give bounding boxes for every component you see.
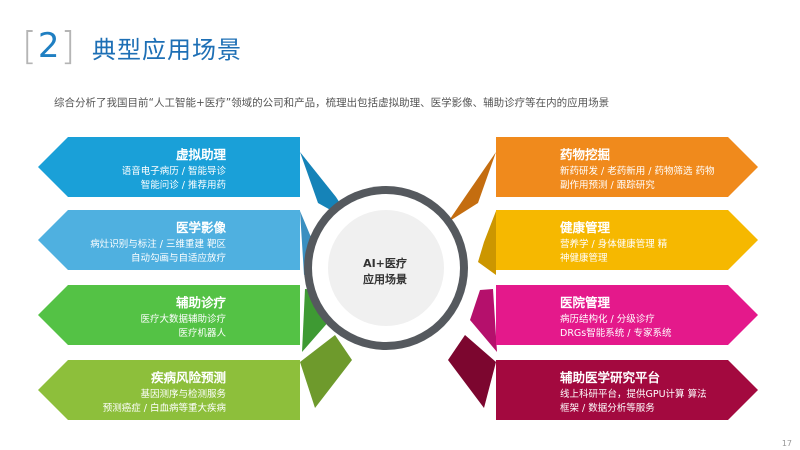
right-card-line-2b: 神健康管理 bbox=[560, 253, 608, 264]
right-card-line-1b: 副作用预测 / 跟踪研究 bbox=[560, 180, 655, 191]
left-connector-4 bbox=[300, 335, 352, 408]
left-card-line-2b: 自动勾画与自适应放疗 bbox=[130, 253, 226, 264]
section-number: 2 bbox=[37, 26, 60, 66]
right-card-line-3a: 病历结构化 / 分级诊疗 bbox=[560, 314, 655, 325]
center-hub-inner bbox=[328, 210, 444, 326]
right-card-title-2: 健康管理 bbox=[560, 220, 611, 235]
left-card-line-3a: 医疗大数据辅助诊疗 bbox=[140, 314, 226, 325]
left-card-title-4: 疾病风险预测 bbox=[150, 370, 226, 385]
right-connector-2 bbox=[478, 211, 496, 275]
right-card-shape-1 bbox=[496, 137, 758, 197]
right-card-title-4: 辅助医学研究平台 bbox=[560, 370, 661, 385]
left-card-shape-2 bbox=[38, 210, 300, 270]
right-card-line-3b: DRGs智能系统 / 专家系统 bbox=[560, 328, 672, 339]
left-card-title-2: 医学影像 bbox=[175, 220, 226, 235]
right-card-line-4b: 框架 / 数据分析等服务 bbox=[560, 403, 655, 414]
center-label-line2: 应用场景 bbox=[363, 273, 407, 286]
page-title: 典型应用场景 bbox=[92, 36, 242, 64]
center-label: AI+医疗 应用场景 bbox=[335, 256, 435, 288]
left-card-line-3b: 医疗机器人 bbox=[178, 328, 226, 339]
bracket-open: [ bbox=[22, 24, 37, 68]
right-card-title-1: 药物挖掘 bbox=[560, 147, 611, 162]
page-number: 17 bbox=[781, 439, 792, 448]
center-label-line1: AI+医疗 bbox=[363, 257, 407, 270]
left-card-line-4a: 基因测序与检测服务 bbox=[140, 389, 226, 400]
right-card-shape-4 bbox=[496, 360, 758, 420]
left-card-shape-3 bbox=[38, 285, 300, 345]
left-card-shape-1 bbox=[38, 137, 300, 197]
left-card-title-3: 辅助诊疗 bbox=[175, 295, 226, 310]
right-card-shape-2 bbox=[496, 210, 758, 270]
right-connector-1 bbox=[448, 152, 496, 222]
bracket-close: ] bbox=[60, 24, 76, 68]
section-header: [ 2 ] bbox=[22, 24, 75, 68]
left-card-line-1b: 智能问诊 / 推荐用药 bbox=[140, 180, 226, 191]
left-card-title-1: 虚拟助理 bbox=[175, 147, 226, 162]
right-connector-4 bbox=[448, 335, 496, 408]
right-card-line-4a: 线上科研平台，提供GPU计算 算法 bbox=[560, 389, 707, 400]
left-card-line-2a: 病灶识别与标注 / 三维重建 靶区 bbox=[90, 239, 226, 250]
right-connector-3 bbox=[470, 289, 497, 352]
left-card-line-4b: 预测癌症 / 白血病等重大疾病 bbox=[102, 403, 226, 414]
left-card-shape-4 bbox=[38, 360, 300, 420]
right-card-shape-3 bbox=[496, 285, 758, 345]
left-card-line-1a: 语音电子病历 / 智能导诊 bbox=[121, 166, 226, 177]
right-card-line-1a: 新药研发 / 老药新用 / 药物筛选 药物 bbox=[560, 166, 715, 177]
right-card-title-3: 医院管理 bbox=[560, 295, 611, 310]
intro-text: 综合分析了我国目前“人工智能+医疗”领域的公司和产品，梳理出包括虚拟助理、医学影… bbox=[54, 97, 610, 109]
right-card-line-2a: 营养学 / 身体健康管理 精 bbox=[560, 239, 668, 250]
